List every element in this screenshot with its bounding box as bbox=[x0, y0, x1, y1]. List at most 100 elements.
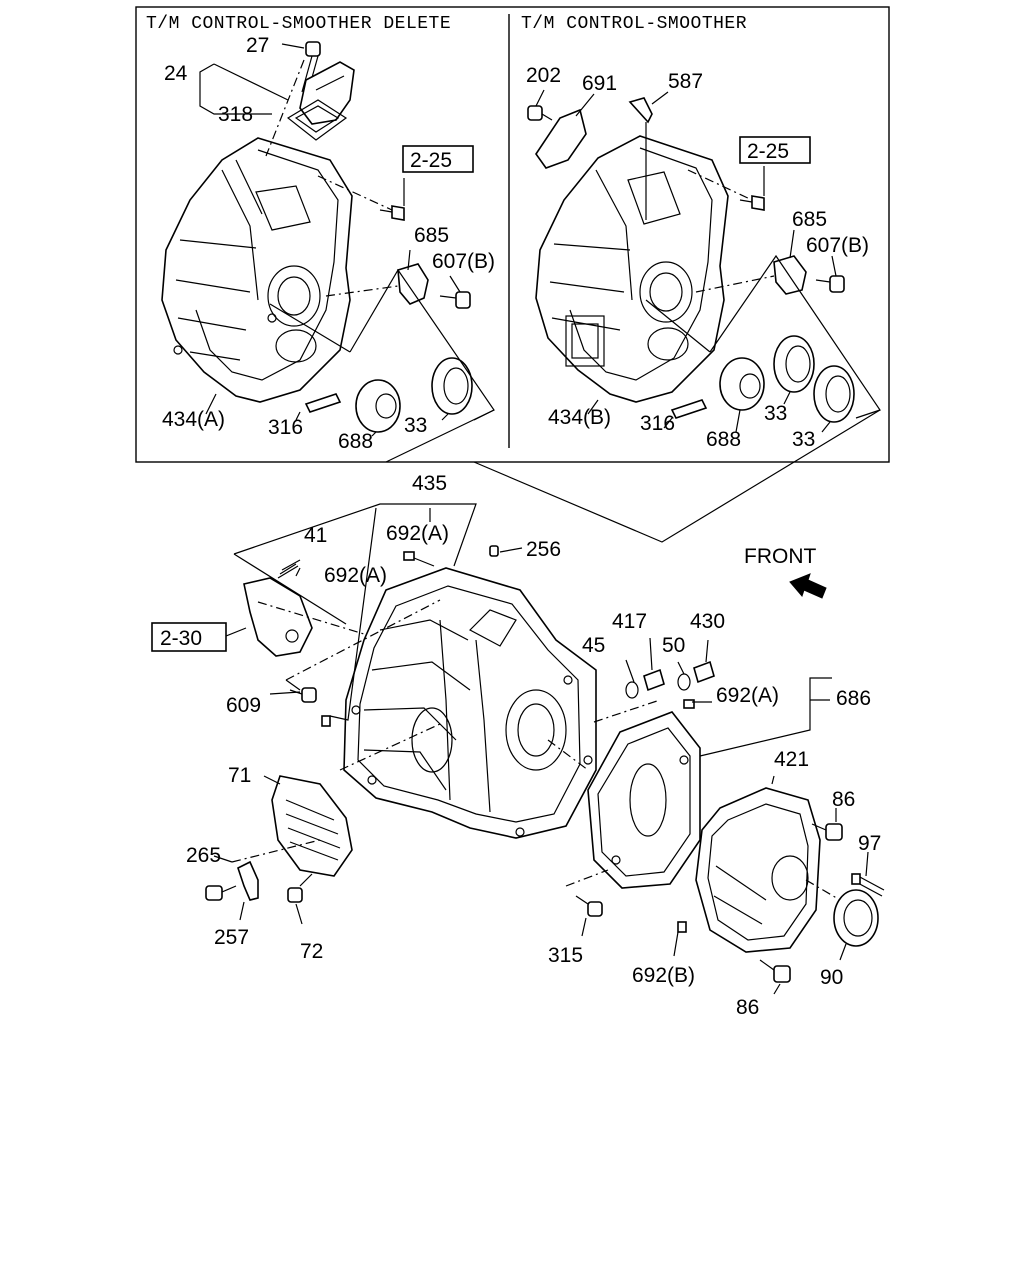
bolt-86-lower bbox=[759, 959, 791, 983]
bolt-202 bbox=[527, 105, 553, 121]
panel-to-case-leader bbox=[385, 409, 881, 543]
label-33-left: 33 bbox=[404, 414, 427, 437]
bolt-265 bbox=[205, 885, 237, 901]
label-607b-right: 607(B) bbox=[806, 234, 869, 257]
bolt-86-upper bbox=[811, 823, 843, 841]
label-688-right: 688 bbox=[706, 428, 741, 451]
bolt-607b-right bbox=[815, 275, 845, 293]
ref-2-25-right[interactable]: 2-25 bbox=[747, 140, 789, 163]
bolt-2-25-right bbox=[739, 195, 765, 211]
bracket-691 bbox=[535, 108, 587, 169]
variant-panels-frame: T/M CONTROL-SMOOTHER DELETE T/M CONTROL-… bbox=[135, 6, 890, 463]
label-434a: 434(A) bbox=[162, 408, 225, 431]
label-33-right-b: 33 bbox=[792, 428, 815, 451]
clutch-housing-434b bbox=[535, 135, 729, 403]
pipe-257 bbox=[237, 860, 259, 901]
plate-316-left bbox=[304, 393, 342, 413]
transmission-case-435 bbox=[343, 567, 597, 839]
label-33-right-a: 33 bbox=[764, 402, 787, 425]
bearing-688-left bbox=[355, 379, 401, 433]
label-691: 691 bbox=[582, 72, 617, 95]
right-panel-title: T/M CONTROL-SMOOTHER bbox=[521, 14, 747, 34]
pin-256 bbox=[489, 545, 499, 557]
pin-692a-2 bbox=[321, 715, 331, 727]
label-686: 686 bbox=[836, 687, 871, 710]
bolt-607b-left bbox=[439, 291, 471, 309]
label-71: 71 bbox=[228, 764, 251, 787]
seal-33-left bbox=[431, 357, 473, 415]
label-316-left: 316 bbox=[268, 416, 303, 439]
left-panel-leaders bbox=[199, 43, 495, 437]
ref-2-30[interactable]: 2-30 bbox=[160, 627, 202, 650]
ref-box-2-25-left bbox=[402, 145, 474, 173]
label-97: 97 bbox=[858, 832, 881, 855]
bolt-315 bbox=[575, 895, 603, 917]
oring-50 bbox=[677, 673, 691, 691]
plate-316-right bbox=[670, 399, 708, 419]
ref-box-2-30 bbox=[151, 622, 227, 652]
pin-692b bbox=[677, 921, 687, 933]
bracket-685-right bbox=[773, 255, 807, 295]
clutch-housing-434a bbox=[161, 137, 353, 403]
label-430: 430 bbox=[690, 610, 725, 633]
label-692a-3: 692(A) bbox=[716, 684, 779, 707]
shift-block-2-30 bbox=[243, 577, 313, 657]
label-86-upper: 86 bbox=[832, 788, 855, 811]
seal-90 bbox=[833, 889, 879, 947]
label-24: 24 bbox=[164, 62, 188, 85]
label-256: 256 bbox=[526, 538, 561, 561]
label-692a-1: 692(A) bbox=[386, 522, 449, 545]
label-27: 27 bbox=[246, 34, 269, 57]
label-257: 257 bbox=[214, 926, 249, 949]
label-265: 265 bbox=[186, 844, 221, 867]
bracket-685-left bbox=[397, 263, 429, 305]
pin-692a-1 bbox=[403, 551, 415, 561]
bolt-2-25-left bbox=[379, 205, 405, 221]
rear-housing-421 bbox=[695, 787, 821, 953]
label-316-right: 316 bbox=[640, 412, 675, 435]
label-41: 41 bbox=[304, 524, 327, 547]
label-202: 202 bbox=[526, 64, 561, 87]
label-72: 72 bbox=[300, 940, 323, 963]
seal-33-right-a bbox=[773, 335, 815, 393]
label-90: 90 bbox=[820, 966, 843, 989]
label-685-left: 685 bbox=[414, 224, 449, 247]
label-607b-left: 607(B) bbox=[432, 250, 495, 273]
label-587: 587 bbox=[668, 70, 703, 93]
label-50: 50 bbox=[662, 634, 685, 657]
oring-45 bbox=[625, 681, 639, 699]
intermediate-plate-686 bbox=[587, 711, 701, 889]
front-label: FRONT bbox=[744, 545, 816, 568]
label-318: 318 bbox=[218, 103, 253, 126]
label-692b: 692(B) bbox=[632, 964, 695, 987]
label-86-lower: 86 bbox=[736, 996, 759, 1019]
bolt-609 bbox=[289, 687, 317, 703]
stud-97 bbox=[851, 873, 885, 897]
plug-417 bbox=[643, 668, 665, 692]
seal-33-right-b bbox=[813, 365, 855, 423]
front-arrow-icon bbox=[789, 573, 827, 599]
label-45: 45 bbox=[582, 634, 605, 657]
plug-430 bbox=[693, 660, 715, 684]
ref-box-2-25-right bbox=[739, 136, 811, 164]
label-692a-2: 692(A) bbox=[324, 564, 387, 587]
bolt-27 bbox=[301, 41, 321, 93]
cover-71 bbox=[271, 775, 353, 877]
pin-692a-3 bbox=[683, 699, 695, 709]
label-688-left: 688 bbox=[338, 430, 373, 453]
pipe-587 bbox=[628, 97, 653, 220]
label-421: 421 bbox=[774, 748, 809, 771]
label-315: 315 bbox=[548, 944, 583, 967]
label-435: 435 bbox=[412, 472, 447, 495]
label-609: 609 bbox=[226, 694, 261, 717]
label-434b: 434(B) bbox=[548, 406, 611, 429]
ref-2-25-left[interactable]: 2-25 bbox=[410, 149, 452, 172]
bearing-688-right bbox=[719, 357, 765, 411]
bolt-72 bbox=[287, 873, 313, 903]
right-panel-leaders bbox=[535, 89, 881, 433]
label-685-right: 685 bbox=[792, 208, 827, 231]
main-assembly-leaders bbox=[213, 503, 869, 995]
left-panel-title: T/M CONTROL-SMOOTHER DELETE bbox=[146, 14, 451, 34]
label-417: 417 bbox=[612, 610, 647, 633]
